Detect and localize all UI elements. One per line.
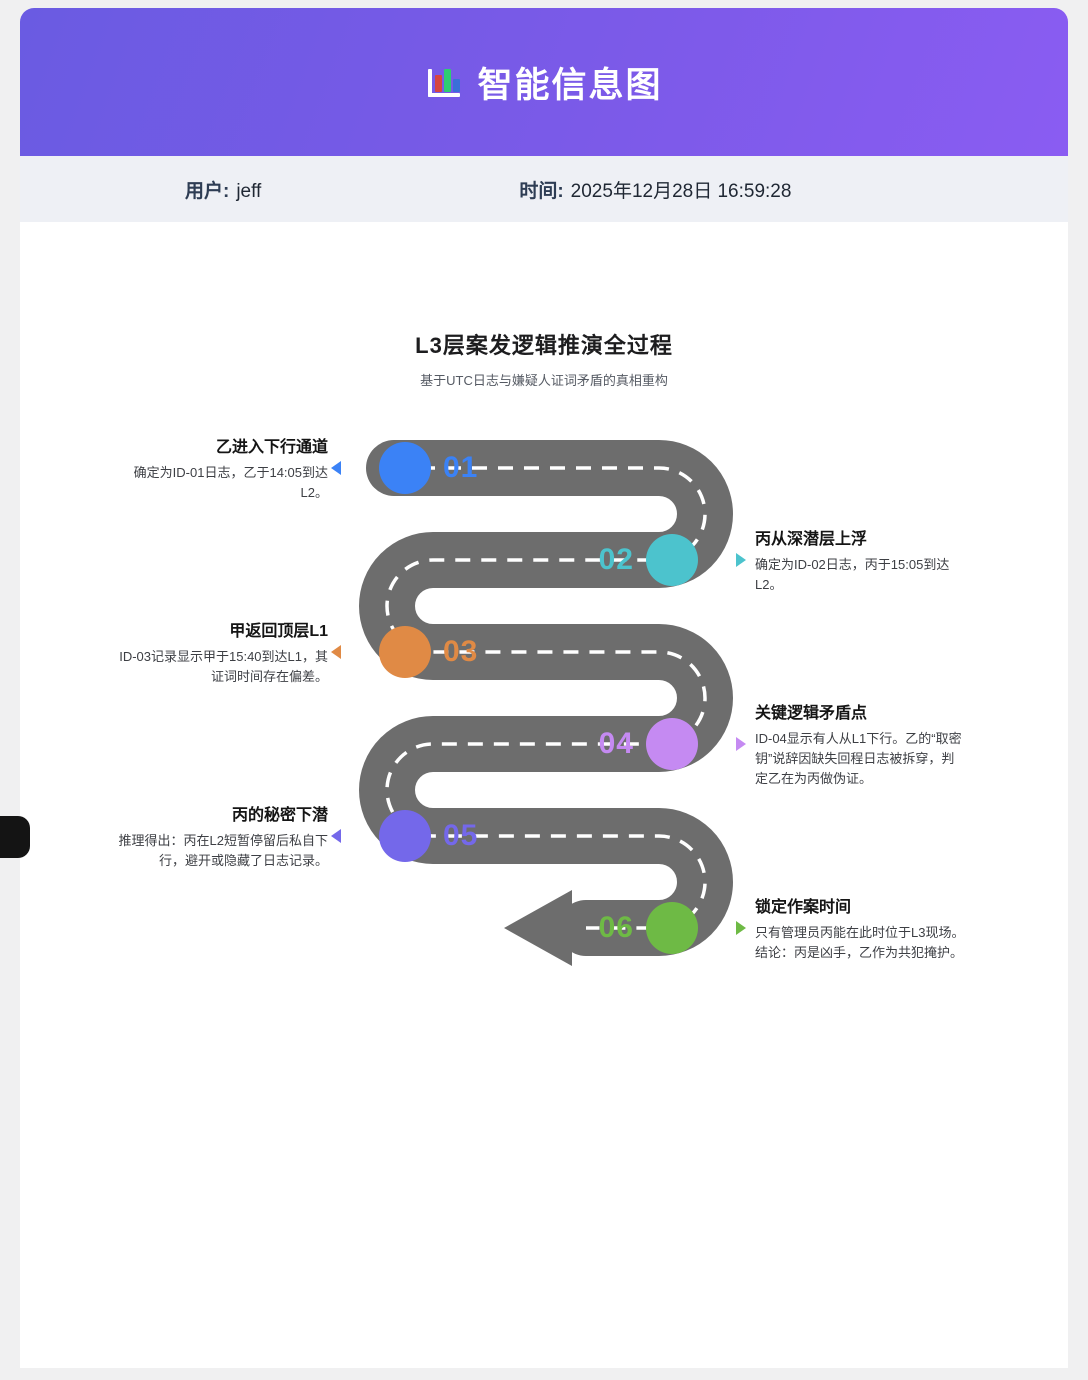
user-value: jeff — [236, 180, 262, 202]
infographic-canvas: L3层案发逻辑推演全过程 基于UTC日志与嫌疑人证词矛盾的真相重构 01 乙进入… — [20, 222, 1068, 1368]
diagram-title: L3层案发逻辑推演全过程 — [415, 333, 673, 358]
step-02-title: 丙从深潜层上浮 — [755, 531, 868, 548]
step-04-text: 关键逻辑矛盾点 ID-04显示有人从L1下行。乙的“取密钥”说辞因缺失回程日志被… — [755, 699, 967, 789]
step-06-dot — [646, 902, 698, 954]
step-01-pointer-icon — [331, 461, 341, 475]
step-06-desc: 只有管理员丙能在此时位于L3现场。结论：丙是凶手，乙作为共犯掩护。 — [755, 925, 965, 960]
step-05-pointer-icon — [331, 829, 341, 843]
step-03-desc: ID-03记录显示甲于15:40到达L1，其证词时间存在偏差。 — [119, 649, 328, 684]
step-03-number: 03 — [443, 635, 479, 668]
user-label: 用户: — [185, 180, 230, 202]
step-02-desc: 确定为ID-02日志，丙于15:05到达L2。 — [755, 557, 950, 592]
step-05-number: 05 — [443, 819, 479, 852]
step-01-desc: 确定为ID-01日志，乙于14:05到达L2。 — [133, 465, 328, 500]
step-01-dot — [379, 442, 431, 494]
page-title: 智能信息图 — [425, 57, 662, 108]
step-marker-02: 02 — [576, 534, 698, 586]
step-02-pointer-icon — [736, 553, 746, 567]
step-06-pointer-icon — [736, 921, 746, 935]
time-label: 时间: — [519, 180, 564, 202]
user-meta: 用户: jeff — [185, 176, 261, 203]
diagram-subtitle: 基于UTC日志与嫌疑人证词矛盾的真相重构 — [420, 373, 668, 388]
step-05-dot — [379, 810, 431, 862]
time-meta: 时间: 2025年12月28日 16:59:28 — [519, 176, 791, 203]
time-value: 2025年12月28日 16:59:28 — [570, 180, 792, 202]
step-04-pointer-icon — [736, 737, 746, 751]
step-marker-01: 01 — [379, 442, 478, 494]
road-centerline — [385, 466, 707, 930]
step-05-text: 丙的秘密下潜 推理得出：丙在L2短暂停留后私自下行，避开或隐藏了日志记录。 — [118, 801, 328, 871]
step-01-title: 乙进入下行通道 — [215, 439, 328, 456]
step-01-number: 01 — [443, 451, 479, 484]
app-header: 智能信息图 — [20, 8, 1068, 156]
step-05-desc: 推理得出：丙在L2短暂停留后私自下行，避开或隐藏了日志记录。 — [118, 833, 328, 868]
step-06-title: 锁定作案时间 — [755, 899, 852, 916]
step-04-desc: ID-04显示有人从L1下行。乙的“取密钥”说辞因缺失回程日志被拆穿，判定乙在为… — [755, 731, 962, 786]
step-03-dot — [379, 626, 431, 678]
bar-chart-icon — [425, 63, 463, 101]
step-marker-06: 06 — [576, 902, 698, 954]
step-04-title: 关键逻辑矛盾点 — [755, 705, 868, 722]
step-01-text: 乙进入下行通道 确定为ID-01日志，乙于14:05到达L2。 — [118, 433, 328, 503]
step-04-number: 04 — [598, 727, 634, 760]
step-03-text: 甲返回顶层L1 ID-03记录显示甲于15:40到达L1，其证词时间存在偏差。 — [118, 617, 328, 687]
step-marker-05: 05 — [379, 810, 478, 862]
infographic-card: 智能信息图 用户: jeff 时间: 2025年12月28日 16:59:28 L3… — [20, 8, 1068, 1368]
step-marker-03: 03 — [379, 626, 478, 678]
road-arrow-head — [504, 890, 572, 966]
step-05-title: 丙的秘密下潜 — [231, 807, 328, 824]
step-02-number: 02 — [598, 543, 634, 576]
step-06-number: 06 — [598, 911, 634, 944]
step-02-text: 丙从深潜层上浮 确定为ID-02日志，丙于15:05到达L2。 — [755, 525, 967, 595]
step-04-dot — [646, 718, 698, 770]
step-02-dot — [646, 534, 698, 586]
step-03-title: 甲返回顶层L1 — [229, 623, 328, 640]
step-marker-04: 04 — [576, 718, 698, 770]
step-03-pointer-icon — [331, 645, 341, 659]
app-title-text: 智能信息图 — [477, 65, 663, 105]
meta-bar: 用户: jeff 时间: 2025年12月28日 16:59:28 — [20, 156, 1068, 222]
side-drawer-handle[interactable] — [0, 816, 30, 858]
step-06-text: 锁定作案时间 只有管理员丙能在此时位于L3现场。结论：丙是凶手，乙作为共犯掩护。 — [755, 893, 967, 963]
